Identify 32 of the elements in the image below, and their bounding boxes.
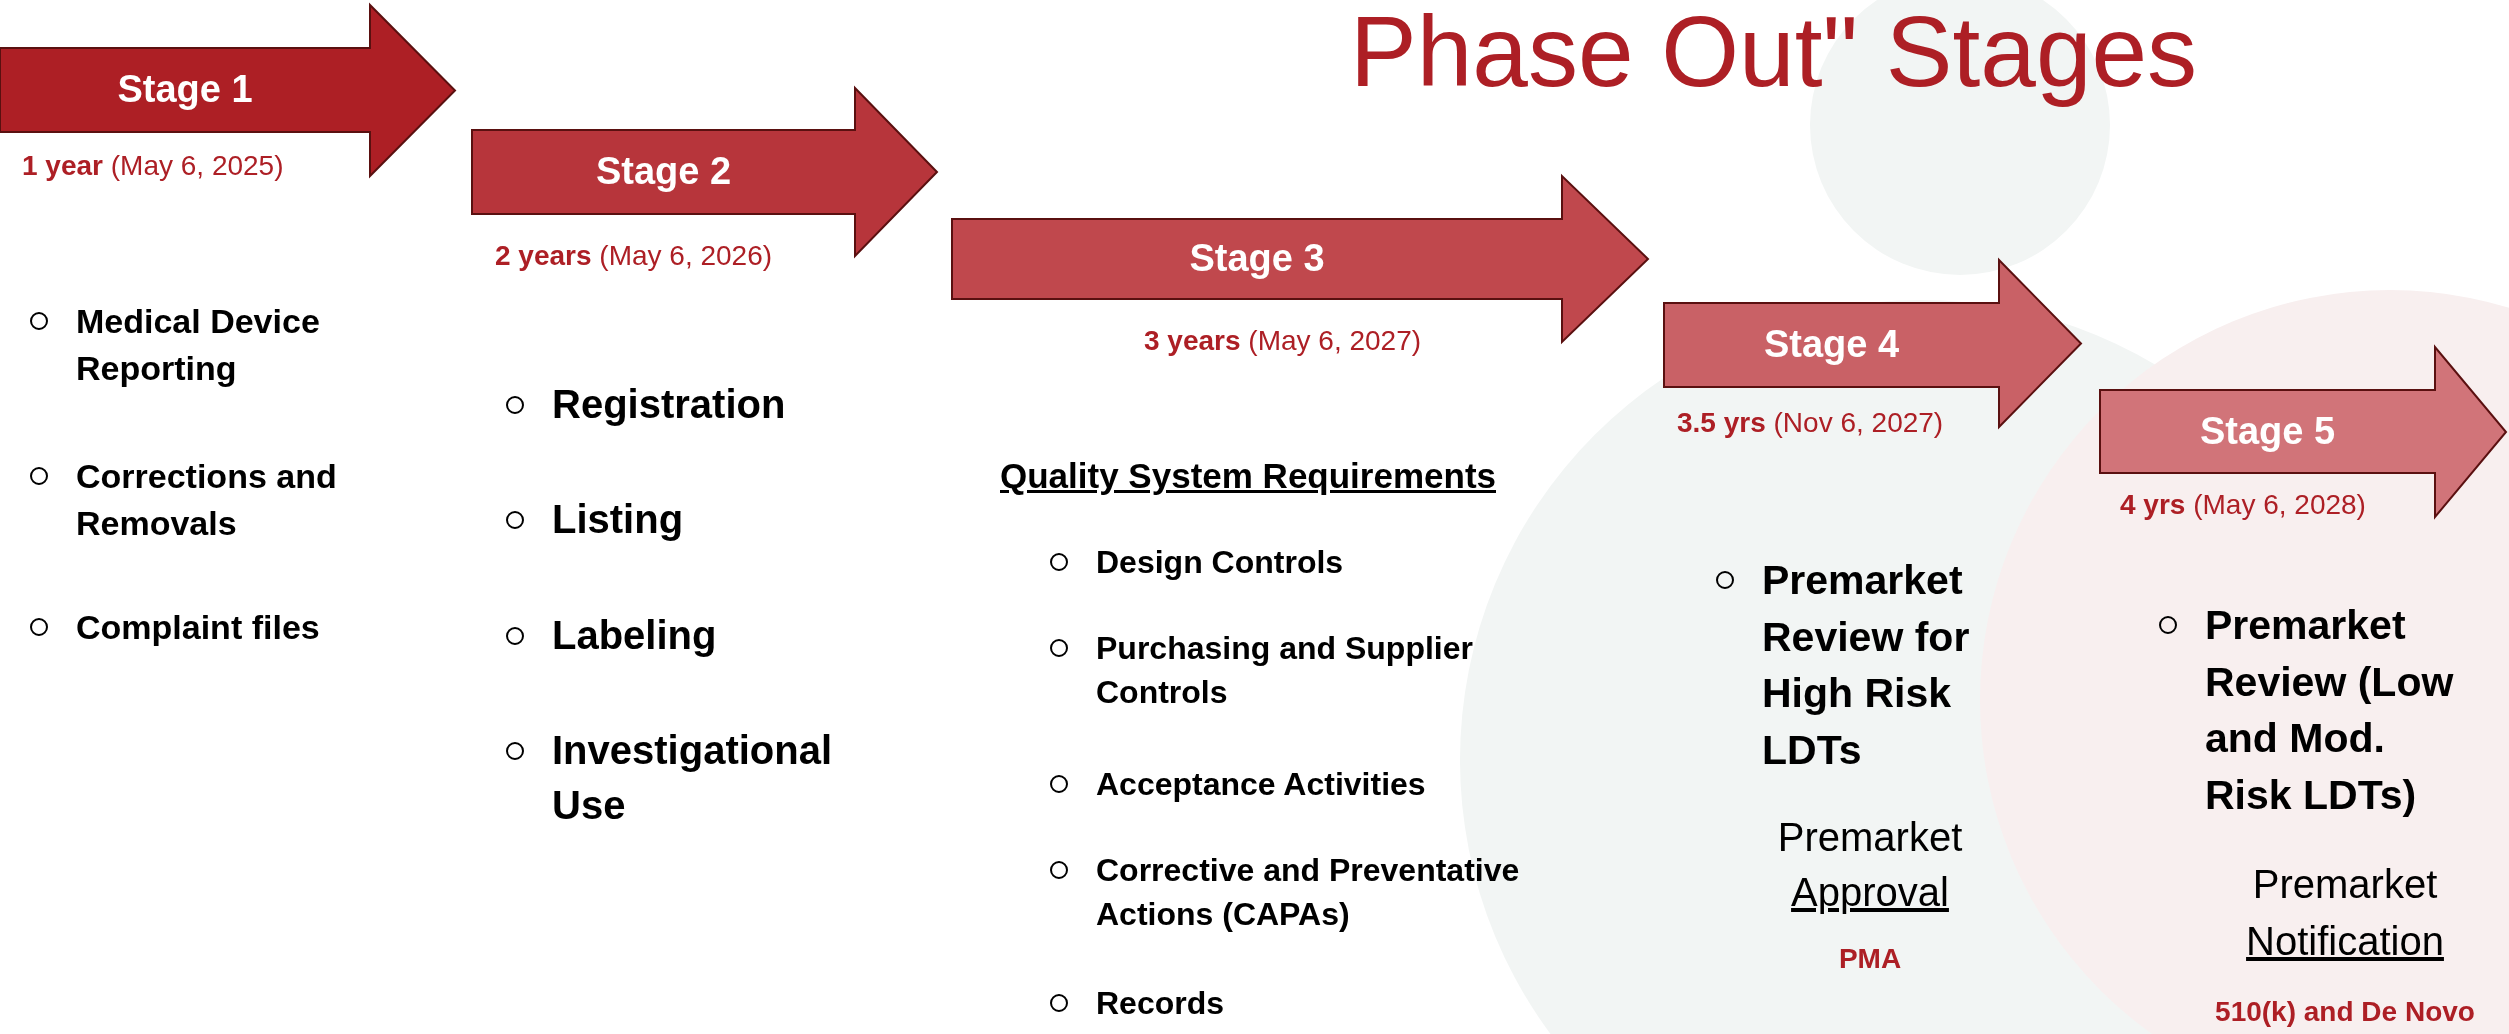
bullet-item: Investigational Use — [552, 727, 834, 830]
bullet-item: Complaint files — [76, 607, 321, 648]
note-text: Premarket — [2251, 861, 2439, 908]
bullet-item: Premarket Review for High Risk LDTs — [1762, 556, 1971, 775]
note-text: Premarket — [1776, 814, 1964, 861]
bullet-item: Records — [1096, 984, 1226, 1023]
duration-label: 4 yrs (May 6, 2028) — [2120, 489, 2366, 521]
duration-label: 3 years (May 6, 2027) — [1144, 325, 1422, 357]
bullet-item: Listing — [552, 496, 685, 543]
stage-label: Stage 1 — [116, 68, 254, 111]
bullet-item: Corrective and Preventative Actions (CAPAs) — [1096, 851, 1521, 935]
note-text: Notification — [2245, 918, 2445, 965]
duration-label: 3.5 yrs (Nov 6, 2027) — [1677, 407, 1944, 439]
bullet-item: Labeling — [552, 612, 718, 659]
duration-label: 2 years (May 6, 2026) — [495, 240, 773, 272]
bullet-item: Corrections and Removals — [76, 456, 338, 544]
bullet-item: Acceptance Activities — [1096, 765, 1427, 804]
duration-label: 1 year (May 6, 2025) — [22, 150, 284, 182]
note-text: Approval — [1790, 869, 1950, 916]
bullet-item: Purchasing and Supplier Controls — [1096, 629, 1474, 713]
bullet-item: Registration — [552, 381, 787, 428]
note-text: 510(k) and De Novo — [2214, 995, 2476, 1029]
section-heading: Quality System Requirements — [1000, 455, 1497, 497]
stage-label: Stage 4 — [1762, 323, 1901, 366]
bullet-item: Medical Device Reporting — [76, 301, 321, 389]
bullet-item: Design Controls — [1096, 543, 1345, 582]
stage-label: Stage 5 — [2198, 409, 2337, 453]
stage-label: Stage 3 — [1188, 237, 1326, 280]
bullet-item: Premarket Review (Low and Mod. Risk LDTs) — [2205, 601, 2455, 820]
title: Phase Out" Stages — [1350, 0, 2198, 109]
stage-label: Stage 2 — [594, 150, 733, 193]
note-text: PMA — [1837, 942, 1903, 976]
